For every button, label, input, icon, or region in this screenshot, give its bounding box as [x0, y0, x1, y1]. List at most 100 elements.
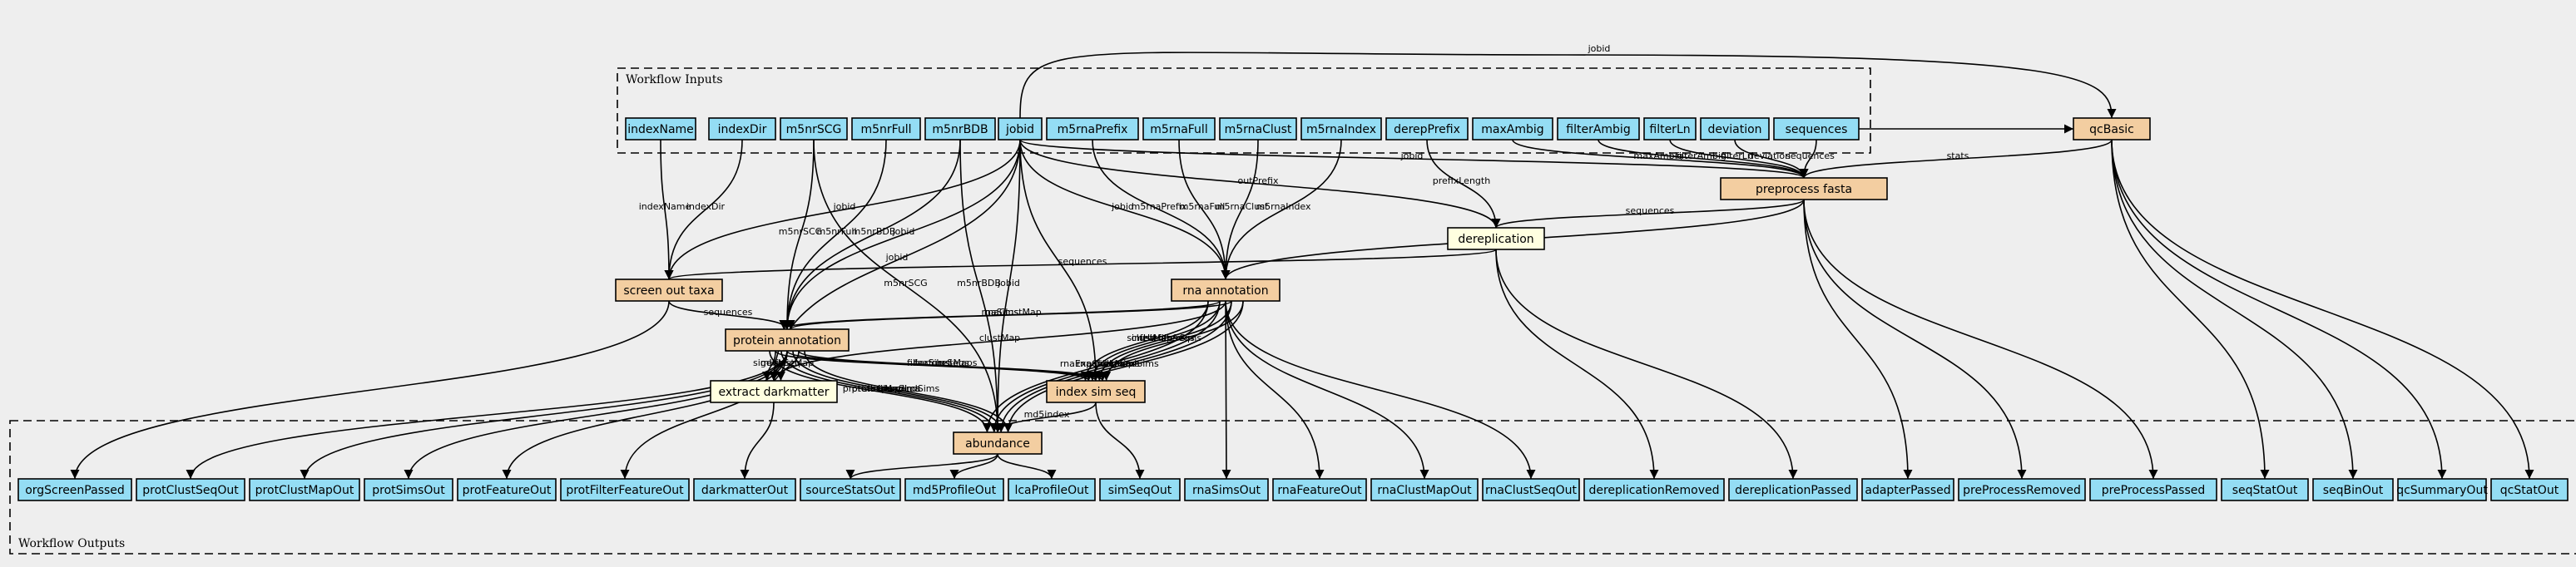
input-node-m5nrscg: m5nrSCG	[780, 117, 848, 141]
input-label: m5rnaFull	[1150, 123, 1207, 136]
input-label: maxAmbig	[1481, 123, 1543, 136]
output-node-dereplicationremoved: dereplicationRemoved	[1583, 478, 1725, 501]
output-node-darkmatterout: darkmatterOut	[693, 478, 796, 501]
input-box	[708, 117, 776, 141]
edge-indexname-to-screen-out-taxa	[660, 139, 674, 280]
edge-label: outPrefix	[1238, 175, 1279, 186]
step-label: extract darkmatter	[718, 386, 829, 399]
edge-label: md5index	[1024, 409, 1070, 420]
input-box	[1385, 117, 1469, 141]
input-label: m5nrFull	[860, 123, 911, 136]
output-box	[1482, 478, 1580, 501]
edge-label: indexName	[639, 201, 691, 212]
edge-maxambig-to-preprocess-fasta	[1512, 139, 1809, 179]
outputs-cluster-label: Workflow Outputs	[18, 537, 125, 550]
input-node-maxambig: maxAmbig	[1472, 117, 1553, 141]
input-node-indexdir: indexDir	[708, 117, 776, 141]
input-box	[625, 117, 696, 141]
input-label: m5nrBDB	[932, 123, 988, 136]
step-label: rna annotation	[1182, 284, 1268, 298]
edge-jobid-to-rna-annotation	[1019, 139, 1231, 280]
step-box	[725, 328, 850, 352]
output-label: seqStatOut	[2232, 484, 2298, 497]
edge-jobid-to-dereplication	[1019, 139, 1501, 229]
edge-label: featureSeqs	[914, 357, 968, 368]
edge-label: filterSims	[907, 357, 950, 368]
edge-label: m5rnaFull	[1180, 201, 1226, 212]
edge-rna-annotation-to-rnafeatureout	[1225, 300, 1325, 480]
step-box	[1171, 279, 1281, 302]
output-box	[2221, 478, 2309, 501]
edge-label: m5rnaPrefix	[1132, 201, 1187, 212]
edge-extract-darkmatter-to-darkmatterout	[740, 402, 775, 480]
edge-label: expandSims	[884, 383, 940, 394]
output-label: protFilterFeatureOut	[566, 484, 684, 497]
output-box	[1272, 478, 1367, 501]
output-node-orgscreenpassed: orgScreenPassed	[17, 478, 132, 501]
edge-label: rnaExpandLca	[1060, 358, 1125, 369]
output-box	[2312, 478, 2394, 501]
edge-protein-annotation-to-extract-darkmatter	[775, 350, 800, 382]
edge-m5rnaprefix-to-rna-annotation	[1092, 139, 1231, 280]
output-label: rnaSimsOut	[1192, 484, 1261, 497]
input-node-m5nrfull: m5nrFull	[851, 117, 921, 141]
edge-rna-annotation-to-abundance	[982, 300, 1209, 433]
step-label: index sim seq	[1056, 386, 1137, 399]
edge-label: protClustMap	[843, 383, 904, 394]
edge-rna-annotation-to-abundance	[996, 300, 1232, 433]
edge-dereplication-to-screen-out-taxa	[664, 249, 1497, 280]
output-node-protclustmapout: protClustMapOut	[249, 478, 360, 501]
step-node-extract-darkmatter: extract darkmatter	[710, 380, 838, 403]
edge-label: clustMap	[773, 357, 814, 368]
output-box	[1184, 478, 1269, 501]
edge-label: jobid	[1400, 150, 1424, 161]
edge-jobid-to-protein-annotation	[782, 139, 1021, 330]
step-box	[1720, 177, 1888, 200]
edge-label: rnaSims	[982, 307, 1019, 318]
edge-label: filterSims	[1158, 333, 1201, 343]
edge-label: sequences	[1786, 150, 1835, 161]
edge-label: filterSims	[877, 383, 920, 394]
output-box	[17, 478, 132, 501]
edge-qcbasic-to-qcstatout	[2111, 139, 2534, 480]
output-label: rnaFeatureOut	[1277, 484, 1362, 497]
output-node-adapterpassed: adapterPassed	[1861, 478, 1954, 501]
step-label: qcBasic	[2089, 123, 2134, 136]
step-label: abundance	[965, 437, 1030, 451]
input-box	[924, 117, 996, 141]
output-box	[2397, 478, 2487, 501]
edge-label: geneSeq	[760, 357, 800, 368]
output-label: dereplicationPassed	[1735, 484, 1851, 497]
edge-protein-annotation-to-protsimsout	[404, 350, 788, 480]
step-node-rna-annotation: rna annotation	[1171, 279, 1281, 302]
output-node-protfilterfeatureout: protFilterFeatureOut	[560, 478, 690, 501]
output-node-simseqout: simSeqOut	[1099, 478, 1181, 501]
output-box	[560, 478, 690, 501]
edge-protein-annotation-to-extract-darkmatter	[762, 350, 776, 382]
edge-abundance-to-sourcestatsout	[845, 453, 998, 480]
output-box	[1008, 478, 1096, 501]
input-box	[780, 117, 848, 141]
input-box	[1046, 117, 1139, 141]
output-label: qcSummaryOut	[2396, 484, 2488, 497]
edge-preprocess-fasta-to-preprocesspassed	[1803, 199, 2158, 480]
output-box	[457, 478, 557, 501]
output-node-sourcestatsout: sourceStatsOut	[800, 478, 901, 501]
edge-m5nrfull-to-protein-annotation	[782, 139, 887, 330]
edge-filterambig-to-preprocess-fasta	[1598, 139, 1809, 179]
output-box	[2490, 478, 2569, 501]
output-node-rnaclustseqout: rnaClustSeqOut	[1482, 478, 1580, 501]
edge-dereplication-to-dereplicationpassed	[1495, 249, 1798, 480]
output-label: seqBinOut	[2323, 484, 2384, 497]
edge-rna-annotation-to-index-sim-seq	[1080, 300, 1209, 382]
edge-label: m5rnaClust	[1216, 201, 1269, 212]
edge-label: clustMaps	[1132, 333, 1177, 343]
edge-rna-annotation-to-rnaclustmapout	[1225, 300, 1429, 480]
edge-label: m5nrSCG	[779, 226, 822, 237]
step-label: preprocess fasta	[1756, 183, 1852, 196]
edge-jobid-to-preprocess-fasta	[1019, 139, 1809, 179]
edge-qcbasic-to-qcsummaryout	[2111, 139, 2447, 480]
edge-label: m5nrBDB	[957, 278, 1001, 288]
edge-m5rnaindex-to-rna-annotation	[1221, 139, 1342, 280]
output-label: lcaProfileOut	[1014, 484, 1089, 497]
